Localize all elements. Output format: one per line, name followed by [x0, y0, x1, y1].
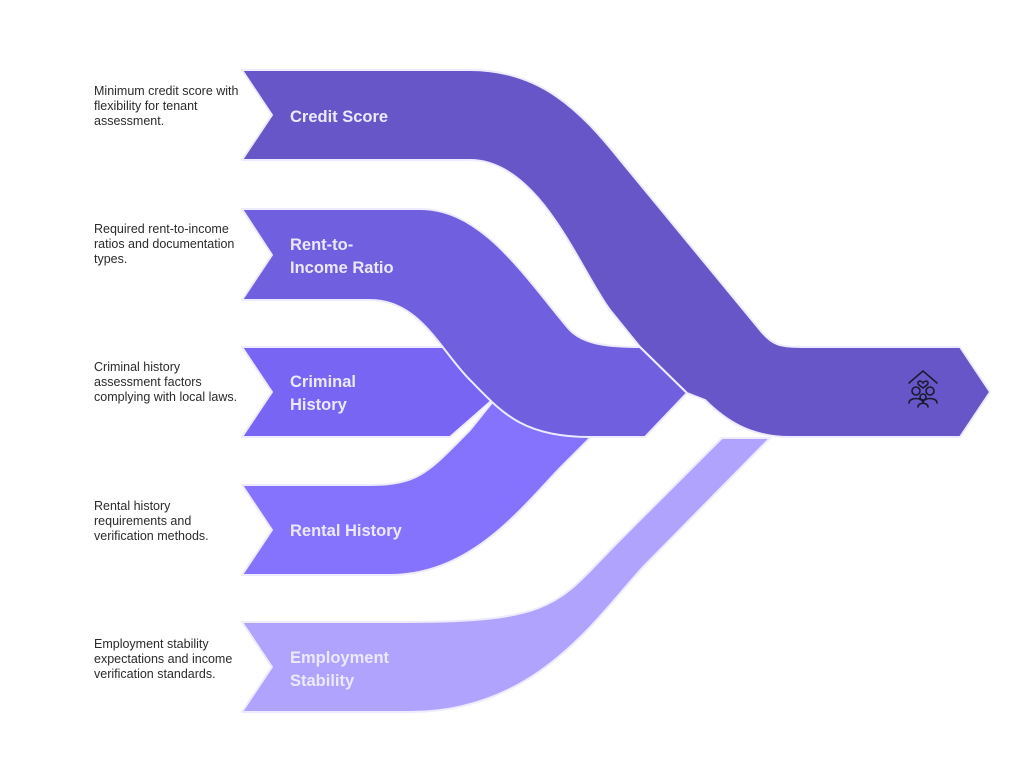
family-home-icon: [908, 370, 938, 408]
description-employment-stability: Employment stability expectations and in…: [94, 637, 233, 681]
band-credit-score: [241, 69, 991, 438]
band-rent-to-income: [241, 208, 688, 438]
label-rental-history: Rental History: [290, 522, 403, 540]
description-rent-to-income: Required rent-to-income ratios and docum…: [94, 222, 235, 266]
label-credit-score: Credit Score: [290, 108, 388, 126]
band-rental-history: [241, 394, 591, 576]
label-employment-stability: Employment Stability: [290, 649, 394, 690]
description-rental-history: Rental history requirements and verifica…: [94, 499, 209, 543]
label-rent-to-income: Rent-to- Income Ratio: [290, 236, 394, 277]
description-criminal-history: Criminal history assessment factors comp…: [94, 360, 238, 404]
band-employment-stability: [241, 437, 771, 713]
description-credit-score: Minimum credit score with flexibility fo…: [94, 84, 239, 128]
label-criminal-history: Criminal History: [290, 373, 361, 414]
